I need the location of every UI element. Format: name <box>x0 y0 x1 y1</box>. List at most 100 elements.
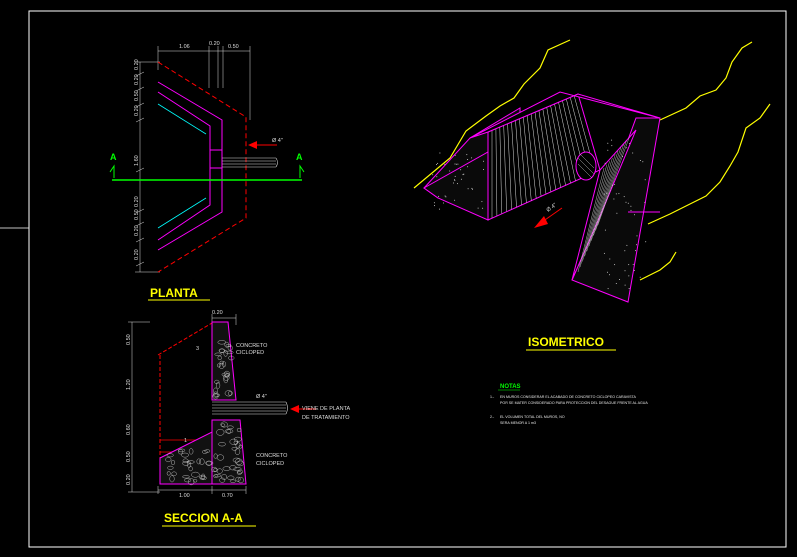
planta-dim-left: 0.20 <box>134 225 140 236</box>
hatch-line <box>495 128 498 216</box>
speckle <box>636 244 637 246</box>
concrete-stone <box>217 355 222 360</box>
hatch-line <box>534 111 547 195</box>
planta-pipe <box>222 157 278 168</box>
concrete-stone <box>229 438 239 445</box>
speckle <box>613 198 615 200</box>
speckle <box>607 142 609 144</box>
drawing-frame <box>28 10 787 548</box>
speckle <box>624 270 626 272</box>
speckle <box>604 229 606 231</box>
planta-section-label-right: A <box>296 152 303 162</box>
note-2-line1: EL VOLUMEN TOTAL DEL MUROS, NO <box>500 415 565 419</box>
speckle <box>628 288 630 289</box>
planta-dimension-lines <box>135 46 251 273</box>
planta-dim-left: 0.20 <box>134 196 140 207</box>
concrete-stone <box>238 444 243 449</box>
concrete-stone <box>224 429 234 434</box>
terrain-line-right-lower <box>647 103 771 225</box>
speckle <box>644 201 646 203</box>
seccion-concrete-top-line2: CICLOPED <box>236 350 264 356</box>
concrete-stone <box>196 458 202 465</box>
concrete-stone <box>228 391 233 396</box>
concrete-stone <box>193 479 198 483</box>
hatch-line <box>584 157 613 257</box>
seccion-lower-stones <box>165 421 244 486</box>
seccion-concrete-bottom-line2: CICLOPED <box>256 461 284 467</box>
speckle <box>635 250 637 252</box>
speckle <box>625 201 627 203</box>
concrete-stone <box>236 460 244 467</box>
speckle <box>616 212 618 214</box>
iso-concrete-speckle <box>432 139 647 290</box>
hatch-line <box>597 137 630 226</box>
speckle <box>630 209 632 211</box>
planta-dim-left: 0.20 <box>134 74 140 85</box>
note-1-number: 1.- <box>490 395 495 399</box>
iso-pipe-arrow-head <box>534 216 548 228</box>
concrete-stone <box>216 454 225 461</box>
concrete-stone <box>214 352 222 356</box>
speckle <box>449 170 451 172</box>
speckle <box>477 207 479 209</box>
hatch-line <box>586 154 616 252</box>
speckle <box>442 202 444 204</box>
speckle <box>463 173 465 175</box>
iso-pipe-hatch <box>577 153 595 179</box>
concrete-stone <box>234 448 241 455</box>
iso-back-wall-hatch <box>491 95 596 218</box>
speckle <box>623 196 625 198</box>
concrete-stone <box>229 479 236 483</box>
terrain-line-bottom <box>639 251 677 281</box>
speckle <box>624 284 626 286</box>
concrete-stone <box>231 447 238 451</box>
isometric-view: Ø 4" ISOMETRICO <box>413 39 771 351</box>
concrete-stone <box>224 341 230 348</box>
speckle <box>626 147 628 149</box>
planta-dim-tick <box>135 221 145 227</box>
speckle <box>614 183 616 185</box>
planta-dim-tick <box>135 117 145 123</box>
hatch-line <box>519 118 527 203</box>
speckle <box>432 174 434 176</box>
note-2-line2: SERA MENOR A 1 m3 <box>500 421 536 425</box>
concrete-stone <box>205 460 214 466</box>
planta-dim-top-2: 0.20 <box>209 41 220 47</box>
speckle <box>607 149 609 151</box>
hatch-line <box>499 126 503 214</box>
speckle <box>609 258 611 260</box>
hatch-line <box>507 123 512 210</box>
planta-pipe-arrow-head <box>248 141 257 149</box>
concrete-stone <box>222 374 230 381</box>
speckle <box>632 152 634 154</box>
note-1-line2: POR SE MATER CONSIDERADO PARA PROTECCION… <box>500 401 648 405</box>
concrete-stone <box>214 379 220 384</box>
concrete-stone <box>178 449 184 455</box>
speckle <box>438 195 440 197</box>
planta-wall-inner <box>157 91 211 241</box>
concrete-stone <box>226 425 234 429</box>
planta-dim-left-group: 0.200.200.500.201.600.200.500.200.20 <box>134 59 145 267</box>
hatch-line <box>530 113 542 197</box>
terrain-line-top <box>413 39 571 189</box>
planta-cyan-line-top <box>157 103 207 135</box>
planta-dim-tick <box>135 86 145 92</box>
speckle <box>457 183 458 185</box>
seccion-dim-left: 0.20 <box>126 474 132 485</box>
seccion-dim-top: 0.20 <box>212 310 223 316</box>
speckle <box>629 143 630 145</box>
speckle <box>436 176 438 178</box>
concrete-stone <box>199 458 205 465</box>
concrete-stone <box>169 475 175 483</box>
speckle <box>433 202 435 204</box>
planta-wall-outer <box>157 81 223 251</box>
concrete-stone <box>182 458 189 463</box>
speckle <box>607 271 608 273</box>
concrete-stone <box>165 457 172 462</box>
concrete-stone <box>178 448 186 453</box>
concrete-stone <box>199 475 206 479</box>
hatch-line <box>511 121 517 208</box>
concrete-stone <box>222 361 227 368</box>
speckle <box>439 152 441 154</box>
speckle <box>607 288 609 290</box>
